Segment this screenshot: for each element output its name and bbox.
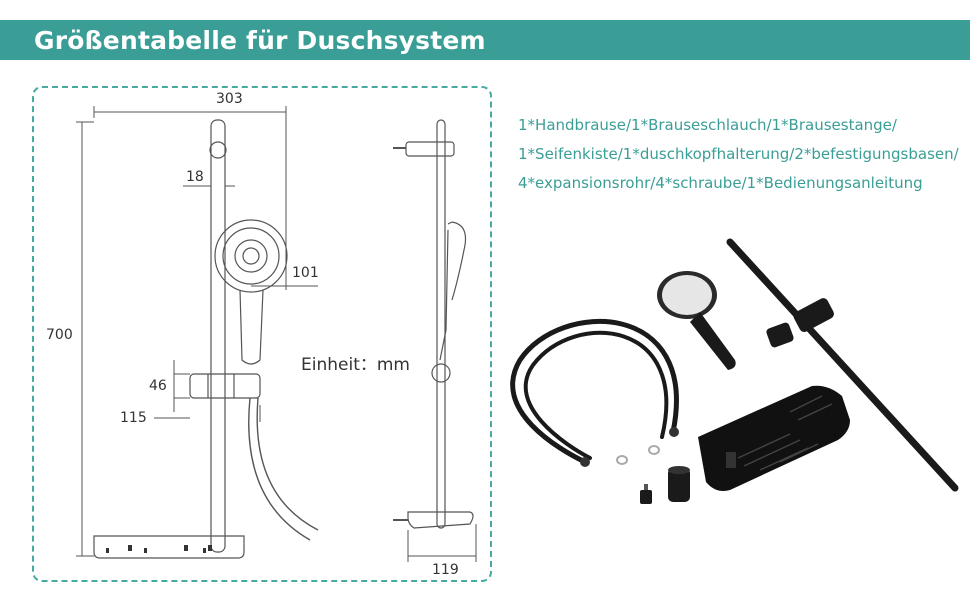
photo-soap-dish bbox=[698, 385, 850, 491]
dim-303: 303 bbox=[216, 91, 243, 107]
dim-18: 18 bbox=[186, 169, 204, 185]
unit-label: Einheit：mm bbox=[301, 355, 410, 375]
front-soap-dish bbox=[93, 535, 245, 559]
side-soap-dish bbox=[407, 511, 474, 529]
photo-hose bbox=[510, 318, 679, 465]
side-holder-knob bbox=[431, 363, 451, 383]
header-bar bbox=[0, 20, 970, 60]
contents-line-2: 1*Seifenkiste/1*duschkopfhalterung/2*bef… bbox=[518, 145, 959, 163]
photo-shower-head bbox=[657, 271, 736, 370]
side-rail bbox=[436, 119, 446, 529]
contents-line-3: 4*expansionsrohr/4*schraube/1*Bedienungs… bbox=[518, 174, 923, 192]
front-hose bbox=[248, 397, 311, 541]
front-shower-head bbox=[214, 219, 288, 293]
front-top-knob bbox=[209, 141, 227, 159]
front-handle bbox=[239, 289, 264, 365]
dim-46: 46 bbox=[149, 378, 167, 394]
dim-119: 119 bbox=[432, 562, 459, 578]
dim-115: 115 bbox=[120, 410, 147, 426]
dim-101: 101 bbox=[292, 265, 319, 281]
photo-rail bbox=[726, 238, 959, 492]
dim-700: 700 bbox=[46, 327, 73, 343]
photo-small-parts bbox=[616, 445, 690, 504]
page-title: Größentabelle für Duschsystem bbox=[34, 26, 486, 55]
contents-line-1: 1*Handbrause/1*Brauseschlauch/1*Brausest… bbox=[518, 116, 897, 134]
front-holder bbox=[189, 373, 261, 399]
front-rail bbox=[210, 119, 226, 553]
dimension-drawing-frame bbox=[32, 86, 492, 582]
side-head-profile bbox=[451, 221, 467, 301]
